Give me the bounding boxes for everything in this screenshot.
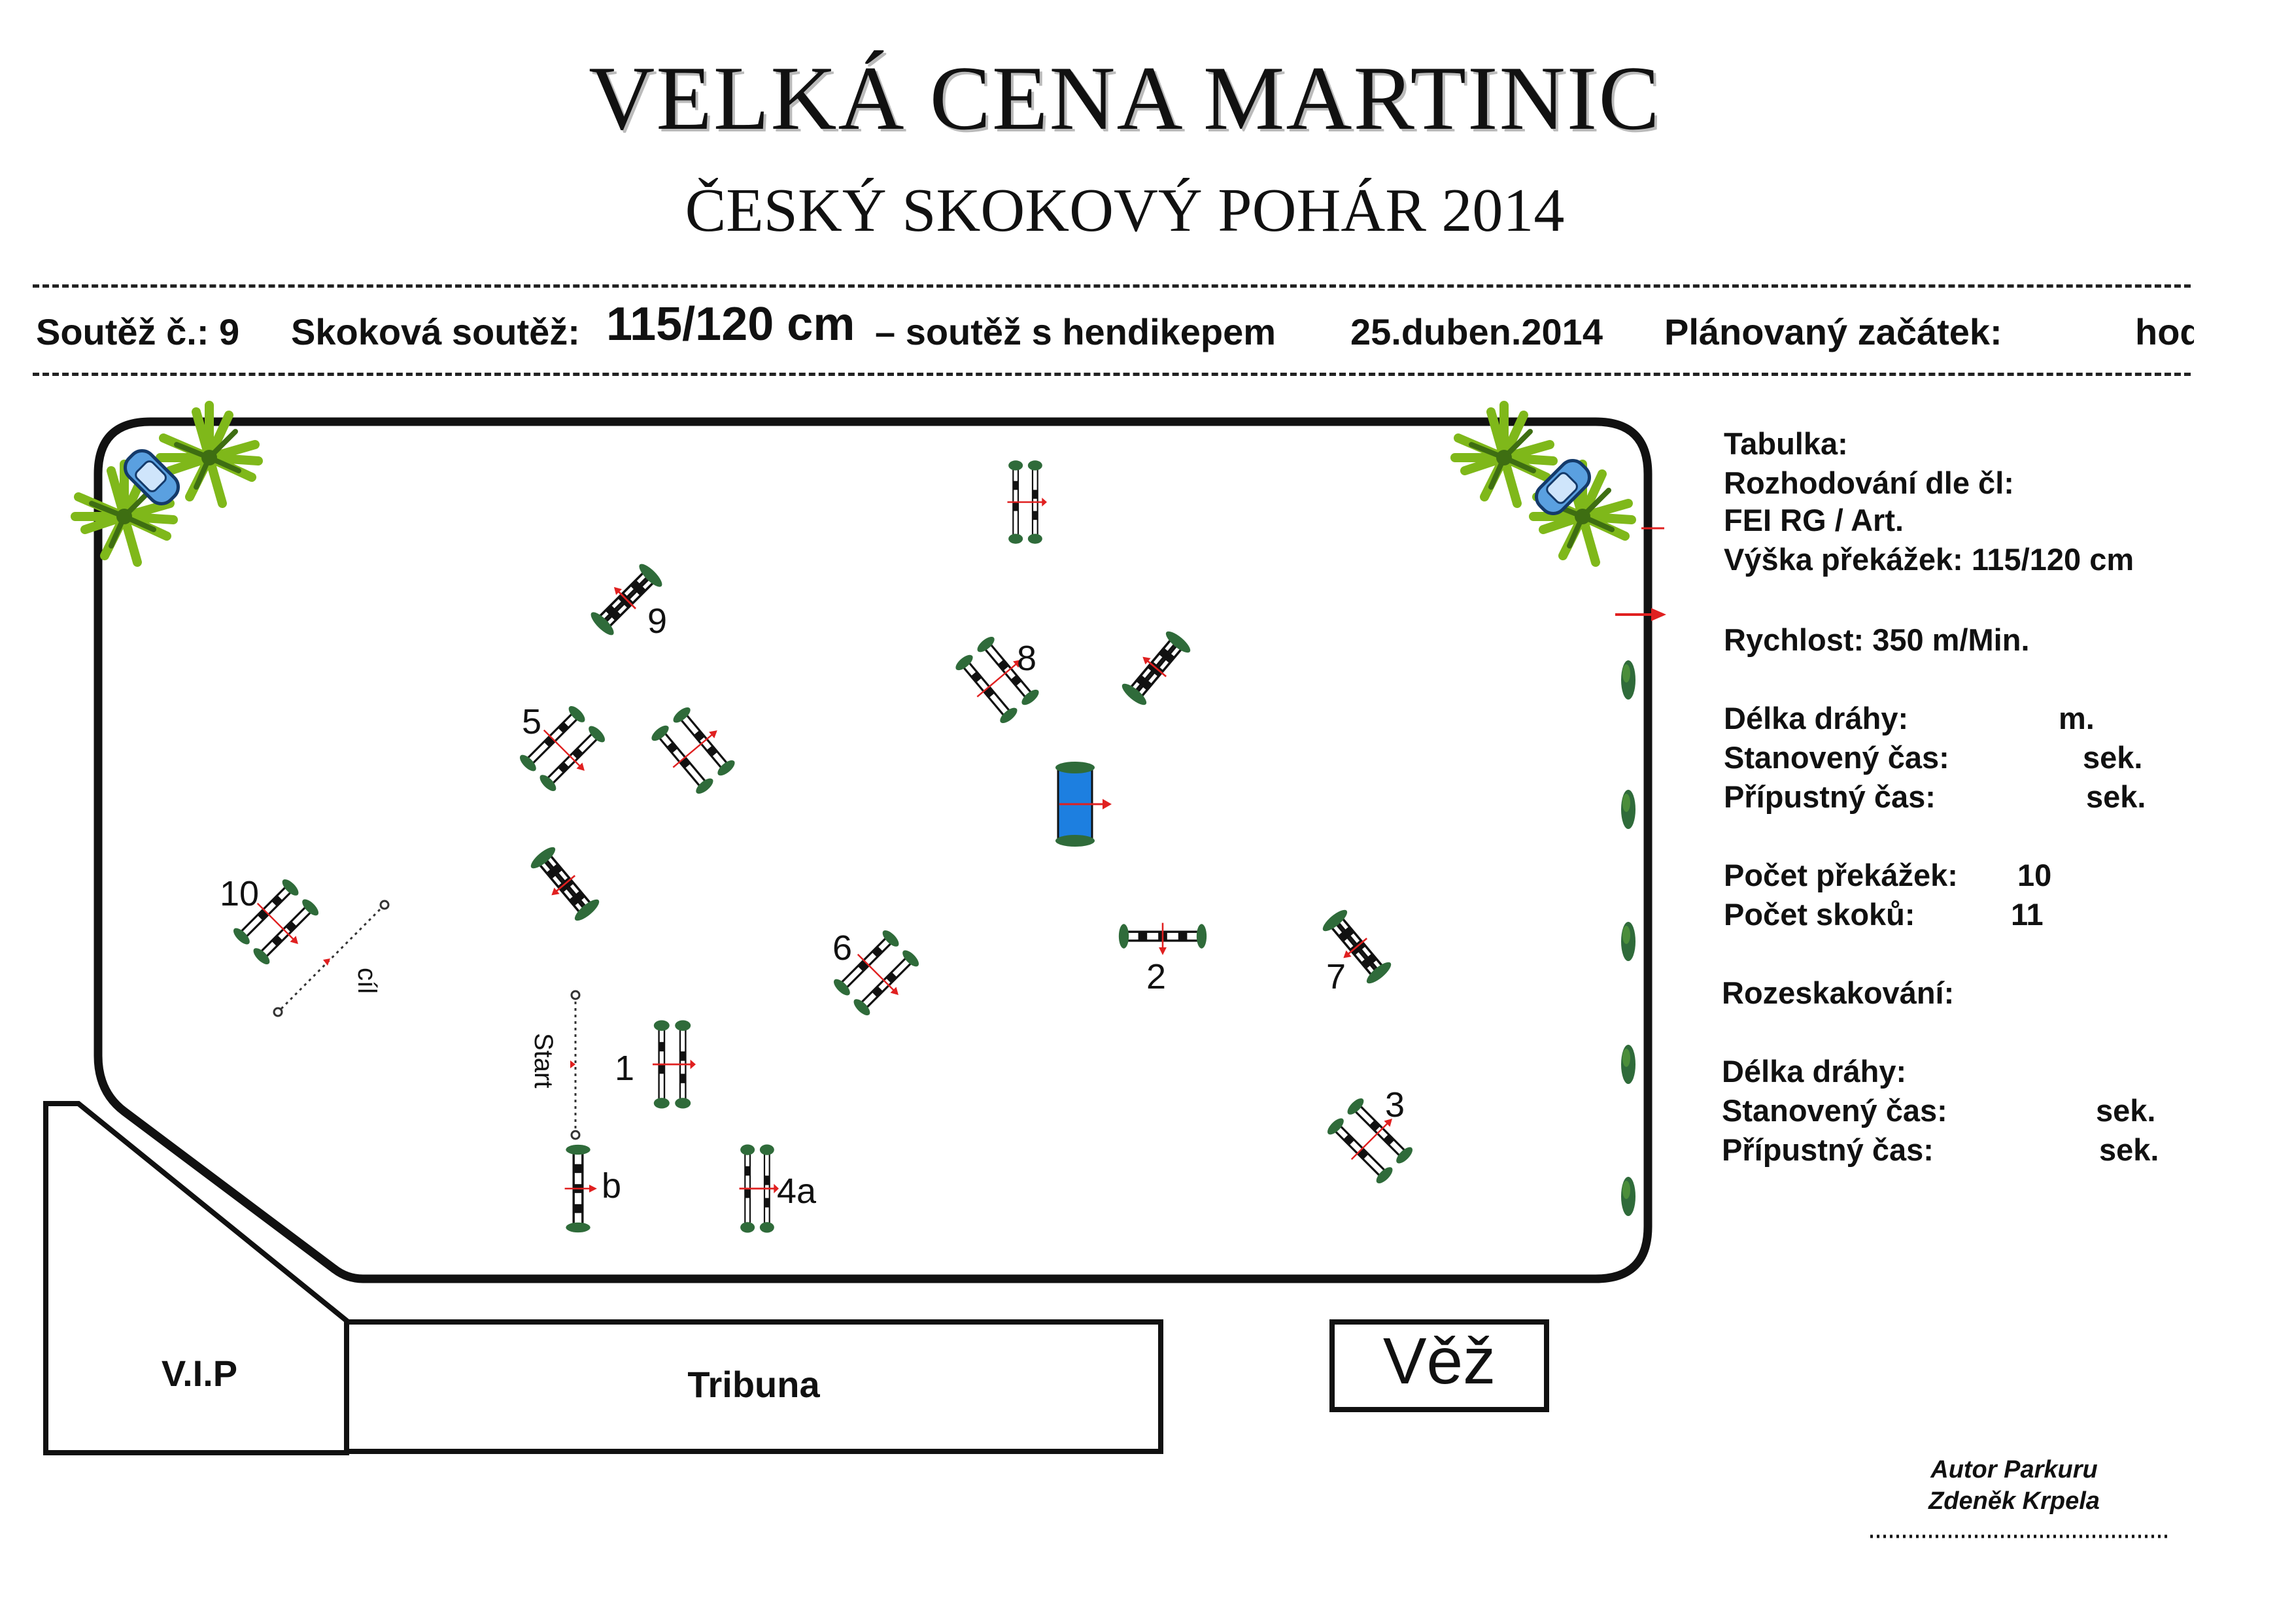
obstacle-count-value: 10 — [2017, 858, 2052, 892]
time-allowed-unit: sek. — [2083, 740, 2143, 775]
rules-label: Rozhodování dle čl: — [1724, 465, 2014, 500]
divider-bottom — [33, 373, 2191, 376]
jump-unnumbered — [1116, 625, 1195, 710]
competition-number: Soutěž č.: 9 — [36, 311, 240, 352]
jump-label-5: 5 — [522, 702, 541, 741]
jump-unnumbered-left — [524, 842, 604, 927]
obstacle-height: Výška překážek: 115/120 cm — [1724, 542, 2134, 577]
jumpoff-time-limit-unit: sek. — [2099, 1132, 2159, 1167]
jump-label-1: 1 — [615, 1049, 634, 1088]
jump-label-b: b — [602, 1166, 621, 1206]
fei-label: FEI RG / Art. — [1724, 503, 1904, 537]
planned-start-label: Plánovaný začátek: — [1664, 311, 2002, 352]
tribuna-box — [344, 1319, 1163, 1454]
jumpoff-time-allowed-label: Stanovený čas: — [1722, 1093, 1947, 1128]
vez-label: Věž — [1382, 1325, 1496, 1398]
jump-2 — [1118, 921, 1208, 956]
vez-box — [1329, 1319, 1549, 1412]
jump-label-4a: 4a — [777, 1172, 817, 1211]
jumpoff-time-limit-label: Přípustný čas: — [1722, 1132, 1934, 1167]
jump-1 — [651, 1019, 697, 1110]
jump-label-2: 2 — [1146, 957, 1166, 996]
author-name: Zdeněk Krpela — [1928, 1487, 2100, 1515]
speed: Rychlost: 350 m/Min. — [1724, 622, 2030, 657]
page-subtitle: ČESKÝ SKOKOVÝ POHÁR 2014 — [685, 177, 1565, 245]
competition-height: 115/120 cm — [606, 298, 855, 350]
hedge-icon — [1621, 790, 1635, 829]
jumpoff-length-label: Délka dráhy: — [1722, 1054, 1907, 1089]
jump-top-oxer — [1006, 459, 1048, 545]
tabulka-label: Tabulka: — [1724, 426, 1848, 461]
jump-count-value: 11 — [2011, 897, 2044, 932]
jump-3 — [1322, 1090, 1421, 1189]
water-jump — [1055, 762, 1112, 847]
time-limit-label: Přípustný čas: — [1724, 779, 1936, 814]
jump-4a — [738, 1143, 780, 1234]
jump-label-3: 3 — [1385, 1085, 1405, 1125]
competition-date: 25.duben.2014 — [1350, 311, 1603, 352]
vip-label: V.I.P — [161, 1353, 238, 1394]
start-label: Start — [529, 1033, 558, 1088]
competition-info-row: Soutěž č.: 9 Skoková soutěž: 115/120 cm … — [36, 297, 2194, 369]
competition-handicap: – soutěž s hendikepem — [875, 311, 1276, 352]
hedge-icon — [1621, 660, 1635, 700]
competition-type-label: Skoková soutěž: — [291, 311, 580, 352]
tribuna-label: Tribuna — [687, 1364, 820, 1405]
author-title: Autor Parkuru — [1930, 1456, 2098, 1483]
jump-5-pair — [647, 699, 744, 799]
course-author: Autor Parkuru Zdeněk Krpela — [1896, 1455, 2132, 1517]
jump-label-6: 6 — [832, 928, 852, 968]
jump-count-label: Počet skoků: — [1724, 897, 1915, 932]
jump-4b — [563, 1143, 598, 1234]
course-length-label: Délka dráhy: — [1724, 701, 1909, 736]
obstacle-count-label: Počet překážek: — [1724, 858, 1958, 892]
vip-box — [43, 1101, 349, 1455]
jump-label-10: 10 — [220, 874, 259, 913]
time-limit-unit: sek. — [2086, 779, 2146, 814]
jump-off-label: Rozeskakování: — [1722, 975, 1955, 1010]
page-title: VELKÁ CENA MARTINIC — [589, 48, 1661, 149]
finish-line — [277, 904, 386, 1013]
hedge-icon — [1621, 1177, 1635, 1216]
jumpoff-time-allowed-unit: sek. — [2096, 1093, 2156, 1128]
time-allowed-label: Stanovený čas: — [1724, 740, 1949, 775]
course-length-unit: m. — [2059, 701, 2095, 736]
finish-label: cíl — [352, 968, 381, 994]
planned-start-value: hod — [2135, 311, 2194, 352]
divider-top — [33, 284, 2191, 288]
hedge-icon — [1621, 922, 1635, 961]
jump-label-8: 8 — [1017, 639, 1036, 678]
jump-label-7: 7 — [1326, 957, 1346, 996]
hedge-icon — [1621, 1045, 1635, 1084]
jump-label-9: 9 — [647, 601, 667, 641]
arena-outline — [94, 417, 1652, 1283]
